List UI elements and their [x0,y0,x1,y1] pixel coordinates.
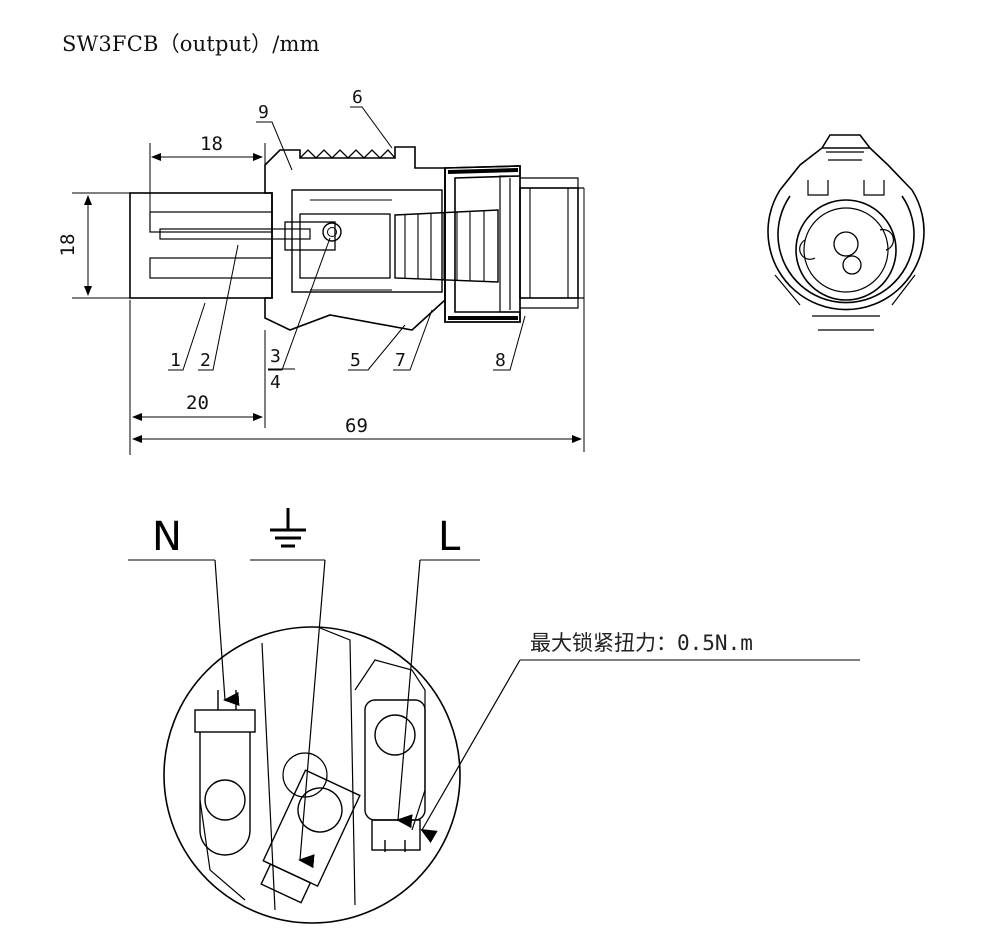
callout-1: 1 [170,350,181,371]
end-cap [519,187,579,299]
dimension-lines [72,143,585,455]
callout-leaders [168,106,526,371]
callout-2: 2 [200,350,211,371]
page-title: SW3FCB（output）/mm [62,32,320,56]
callout-5: 5 [350,350,361,371]
contact-ball [322,222,342,242]
terminal-l [364,699,426,852]
connector-front-view [767,134,925,331]
terminal-detail-view [163,626,461,924]
ground-symbol-icon [270,508,306,548]
dimension-20: 20 [186,392,209,414]
callout-4: 4 [270,372,281,393]
lock-nut [444,165,521,323]
conductor-pin [159,228,311,240]
torque-note: 最大锁紧扭力：0.5N.m [530,631,753,655]
dimension-18-top: 18 [200,133,223,155]
terminal-n [194,690,256,856]
callout-3: 3 [270,346,281,367]
callout-6: 6 [352,87,363,108]
dimension-18-side: 18 [57,234,79,257]
terminal-earth [260,769,361,904]
callout-8: 8 [495,350,506,371]
outer-thread [299,149,396,159]
terminal-label-n: N [152,514,182,560]
terminal-label-l: L [438,514,461,560]
seal-grommet [394,209,499,283]
connector-section-view [129,146,584,331]
terminal-leaders [128,559,860,869]
callout-9: 9 [258,102,269,123]
cable-sleeve [129,192,273,299]
dimension-69: 69 [345,415,368,437]
callout-7: 7 [395,350,406,371]
